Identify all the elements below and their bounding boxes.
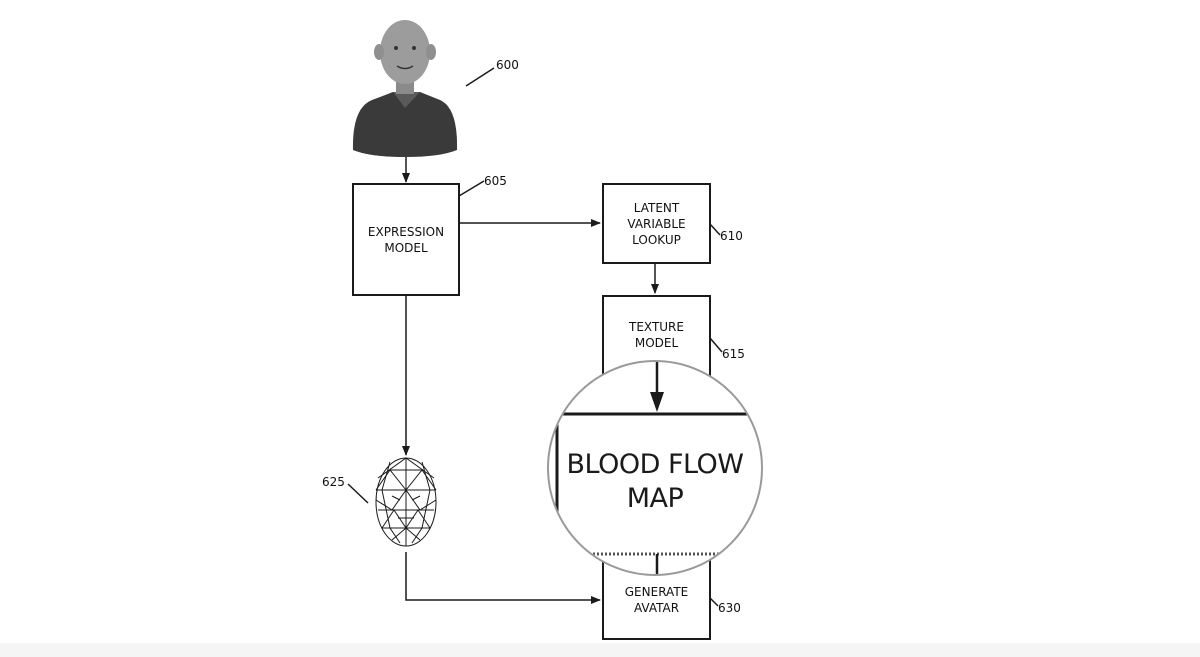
blood-flow-map-label: BLOOD FLOW MAP <box>566 449 744 514</box>
ref-610: 610 <box>720 229 743 243</box>
expression-model-box: EXPRESSION MODEL <box>352 183 460 296</box>
magnifier-lines <box>549 362 761 574</box>
blood-flow-map-magnifier: BLOOD FLOW MAP <box>547 360 763 576</box>
arrow-625-630 <box>405 552 601 604</box>
generate-avatar-label: GENERATE AVATAR <box>624 584 689 615</box>
ref-625: 625 <box>322 475 345 489</box>
person-icon <box>352 20 458 157</box>
latent-variable-lookup-box: LATENT VARIABLE LOOKUP <box>602 183 711 264</box>
leader-630 <box>709 597 719 607</box>
ref-600: 600 <box>496 58 519 72</box>
ref-630: 630 <box>718 601 741 615</box>
expression-model-label: EXPRESSION MODEL <box>367 224 445 255</box>
ref-615: 615 <box>722 347 745 361</box>
latent-variable-lookup-label: LATENT VARIABLE LOOKUP <box>627 200 686 247</box>
leader-600 <box>465 67 495 87</box>
ref-605: 605 <box>484 174 507 188</box>
leader-625 <box>347 483 369 504</box>
bottom-band <box>0 643 1200 657</box>
leader-610 <box>709 223 721 236</box>
leader-605 <box>458 180 485 197</box>
face-mesh-icon <box>375 457 437 547</box>
leader-615 <box>709 337 723 353</box>
texture-model-label: TEXTURE MODEL <box>629 320 684 350</box>
